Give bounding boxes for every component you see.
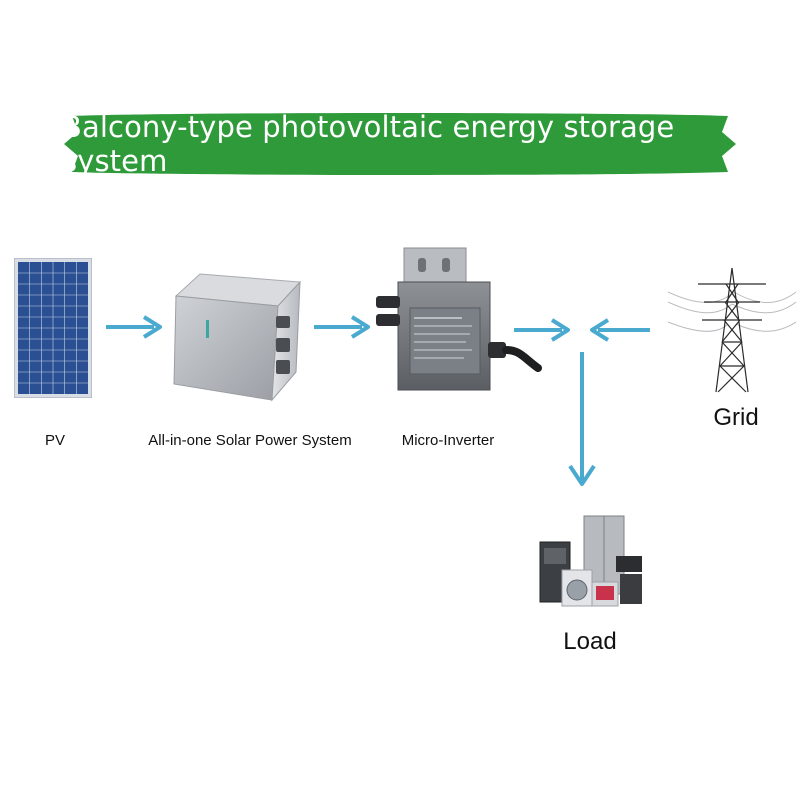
micro-inverter-icon — [374, 246, 542, 396]
title-banner: Balcony-type photovoltaic energy storage… — [62, 110, 738, 178]
load-label: Load — [563, 628, 617, 655]
battery-storage-icon — [168, 272, 308, 402]
grid-label: Grid — [713, 404, 759, 431]
banner-shape — [64, 113, 736, 175]
pv-label: PV — [44, 432, 65, 449]
junction-arrows — [514, 318, 650, 486]
inverter-label: Micro-Inverter — [401, 432, 495, 449]
arrow-pv-to-storage — [106, 315, 162, 339]
diagram-title: Balcony-type photovoltaic energy storage… — [62, 110, 675, 178]
arrow-storage-to-inverter — [314, 315, 370, 339]
home-appliances-icon — [536, 512, 646, 610]
solar-panel-icon — [13, 257, 93, 399]
storage-label: All-in-one Solar Power System — [148, 432, 352, 449]
power-tower-icon — [667, 262, 797, 396]
